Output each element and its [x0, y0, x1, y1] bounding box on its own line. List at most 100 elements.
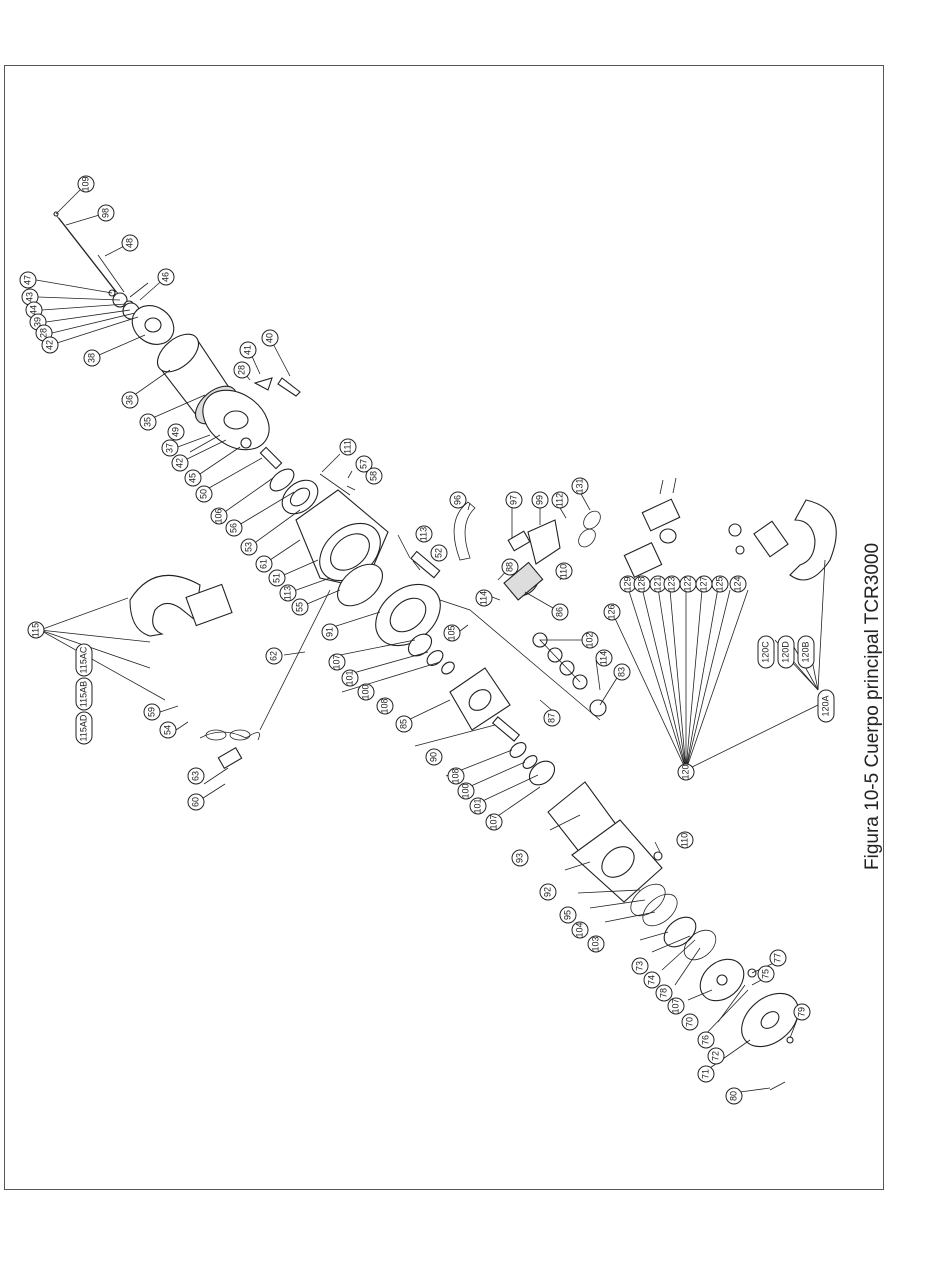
svg-text:63: 63 [190, 771, 200, 781]
callout-122: 122 [679, 575, 697, 593]
callout-108-a: 108 [376, 697, 394, 715]
callout-72: 72 [707, 1047, 725, 1065]
svg-text:72: 72 [710, 1051, 720, 1061]
callout-36: 36 [121, 391, 139, 409]
svg-text:103: 103 [590, 936, 600, 951]
svg-text:98: 98 [100, 208, 110, 218]
svg-text:109: 109 [80, 176, 90, 191]
callout-76: 76 [697, 1031, 715, 1049]
callout-47: 47 [19, 271, 37, 289]
callout-52: 52 [430, 544, 448, 562]
callout-114-a: 114 [475, 589, 493, 607]
svg-text:79: 79 [796, 1007, 806, 1017]
callout-115: 115 [27, 621, 45, 639]
callout-103: 103 [587, 935, 605, 953]
callout-55: 55 [291, 598, 309, 616]
callout-124: 124 [729, 575, 747, 593]
svg-text:51: 51 [271, 573, 281, 583]
svg-text:76: 76 [700, 1035, 710, 1045]
callout-120C: 120C [757, 635, 775, 669]
svg-text:37: 37 [164, 443, 174, 453]
parts-drawing [53, 211, 837, 1091]
svg-text:41: 41 [242, 345, 252, 355]
svg-text:120D: 120D [780, 641, 790, 663]
svg-text:73: 73 [634, 961, 644, 971]
svg-text:42: 42 [174, 458, 184, 468]
callout-59: 59 [143, 703, 161, 721]
callout-63: 63 [187, 767, 205, 785]
callout-50: 50 [195, 485, 213, 503]
diagram-frame [4, 65, 884, 1190]
callout-71: 71 [697, 1065, 715, 1083]
leader-lines [35, 183, 826, 1093]
svg-text:47: 47 [22, 275, 32, 285]
svg-text:91: 91 [324, 627, 334, 637]
callout-102: 102 [581, 631, 599, 649]
callout-97: 97 [505, 491, 523, 509]
callout-labels: 109 98 48 47 43 44 39 28 42 38 46 36 35 … [19, 175, 835, 1105]
callout-35: 35 [139, 413, 157, 431]
callout-49: 49 [167, 423, 185, 441]
svg-text:95: 95 [562, 910, 572, 920]
svg-text:53: 53 [243, 542, 253, 552]
svg-text:36: 36 [124, 395, 134, 405]
svg-text:115AB: 115AB [78, 681, 88, 707]
svg-text:124: 124 [732, 576, 742, 591]
svg-text:57: 57 [358, 459, 368, 469]
svg-text:120B: 120B [800, 641, 810, 662]
svg-text:46: 46 [160, 272, 170, 282]
callout-95: 95 [559, 906, 577, 924]
svg-text:49: 49 [170, 427, 180, 437]
figure-caption: Figura 10-5 Cuerpo principal TCR3000 [862, 542, 883, 870]
svg-text:111: 111 [342, 440, 352, 454]
svg-text:114: 114 [598, 651, 608, 665]
svg-text:127: 127 [698, 576, 708, 591]
svg-text:61: 61 [258, 559, 268, 569]
callout-120D: 120D [777, 635, 795, 669]
callout-120: 120 [677, 763, 695, 781]
callout-77: 77 [769, 949, 787, 967]
callout-115AB: 115AB [75, 677, 93, 711]
svg-text:101: 101 [472, 798, 482, 813]
bottom-hook-120 [789, 499, 837, 581]
svg-text:114: 114 [478, 591, 488, 605]
callout-51: 51 [268, 569, 286, 587]
svg-text:131: 131 [574, 478, 584, 493]
callout-80: 80 [725, 1087, 743, 1105]
svg-text:96: 96 [452, 495, 462, 505]
callout-115AD: 115AD [75, 711, 93, 745]
svg-text:128: 128 [636, 576, 646, 591]
svg-text:110: 110 [558, 564, 568, 578]
callout-109: 109 [77, 175, 95, 193]
svg-text:99: 99 [534, 495, 544, 505]
svg-text:52: 52 [433, 548, 443, 558]
callout-111: 111 [339, 438, 357, 456]
block-121 [623, 542, 663, 578]
callout-74: 74 [643, 971, 661, 989]
svg-text:40: 40 [264, 333, 274, 343]
callout-38: 38 [83, 349, 101, 367]
svg-text:44: 44 [28, 305, 38, 315]
callout-128: 128 [633, 575, 651, 593]
svg-text:105: 105 [446, 625, 456, 640]
callout-100-b: 100 [457, 782, 475, 800]
callout-99: 99 [531, 491, 549, 509]
callout-56: 56 [225, 519, 243, 537]
callout-113-b: 113 [415, 525, 433, 543]
svg-text:110: 110 [679, 833, 689, 847]
svg-text:100: 100 [460, 783, 470, 798]
callout-46: 46 [157, 268, 175, 286]
svg-text:125: 125 [714, 576, 724, 591]
callout-87: 87 [543, 709, 561, 727]
svg-text:104: 104 [574, 922, 584, 937]
callout-131: 131 [571, 477, 589, 495]
svg-text:126: 126 [606, 604, 616, 619]
callout-45: 45 [184, 469, 202, 487]
rod-98 [55, 214, 117, 293]
svg-text:87: 87 [546, 713, 556, 723]
callout-107-b: 107 [485, 813, 503, 831]
svg-text:78: 78 [658, 988, 668, 998]
svg-text:100: 100 [360, 684, 370, 699]
callout-42: 42 [41, 336, 59, 354]
